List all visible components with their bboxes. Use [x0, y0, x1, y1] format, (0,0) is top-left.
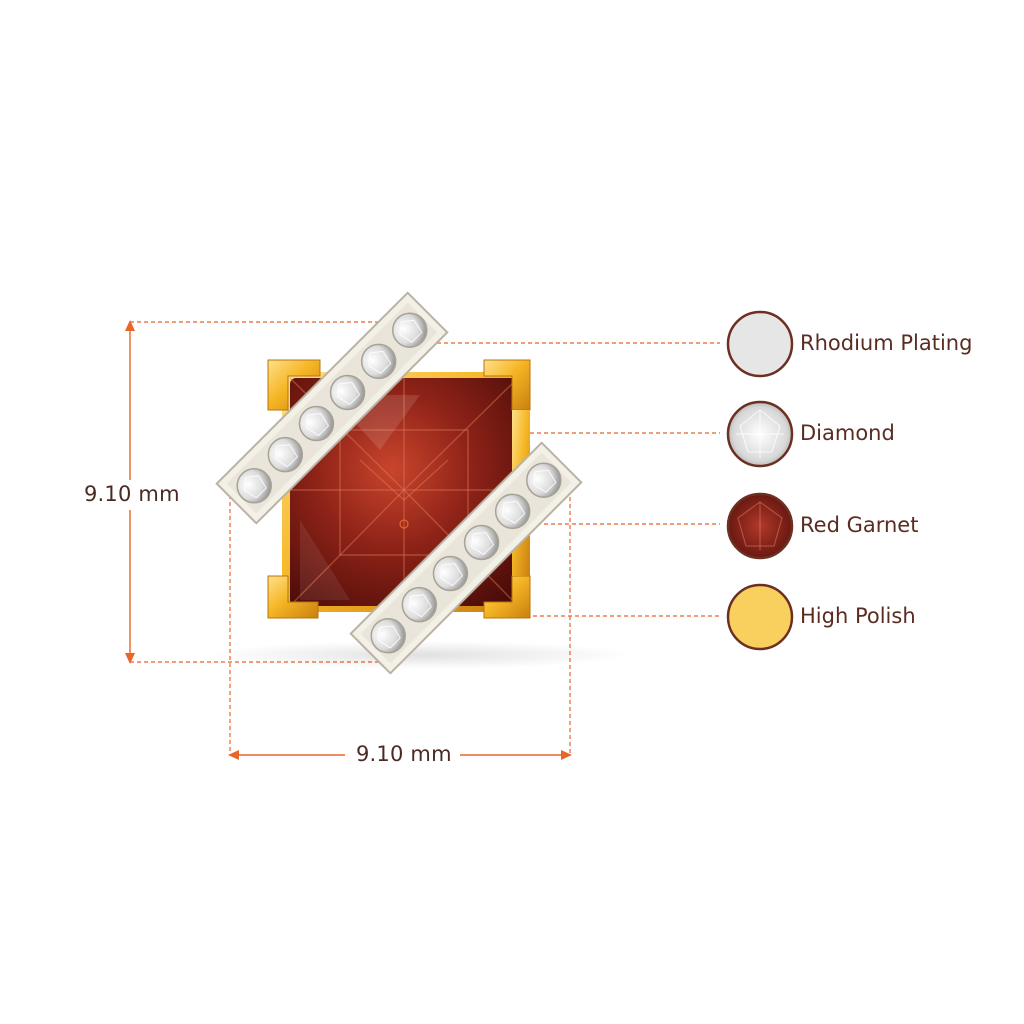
- diamond-swatch-facets: [736, 409, 784, 458]
- rhodium-swatch-icon: [726, 310, 794, 378]
- gold-swatch-icon: [726, 583, 794, 651]
- pave-diamond-facet: [368, 350, 392, 374]
- prong-bottom-left: [267, 575, 319, 619]
- prong-top-left: [267, 359, 321, 411]
- earring-shadow: [210, 641, 630, 669]
- pave-diamond-facet: [377, 625, 401, 649]
- legend-swatches: [726, 310, 794, 651]
- earring-illustration: [215, 291, 583, 675]
- width-dimension-label: 9.10 mm: [356, 742, 452, 766]
- pave-diamond-facet: [440, 563, 464, 587]
- pave-diamond-facet: [471, 532, 495, 556]
- legend-label-diamond: Diamond: [800, 421, 895, 445]
- pave-diamond-facet: [306, 413, 330, 437]
- gold-prongs: [267, 359, 531, 619]
- diamond-band-lower: [349, 441, 583, 675]
- legend-label-garnet: Red Garnet: [800, 513, 919, 537]
- legend-label-polish: High Polish: [800, 604, 916, 628]
- pave-diamond-facet: [243, 475, 267, 499]
- width-arrow: [228, 750, 572, 760]
- legend-label-rhodium: Rhodium Plating: [800, 331, 973, 355]
- pave-diamond-facet: [399, 319, 423, 343]
- leader-dots: [399, 519, 409, 529]
- garnet-highlight-2: [300, 520, 350, 600]
- height-dimension-label: 9.10 mm: [84, 482, 180, 506]
- pave-diamond-facet: [337, 382, 361, 406]
- garnet-swatch-facets: [737, 501, 783, 550]
- height-arrow: [125, 320, 135, 664]
- pave-diamond-facet: [408, 594, 432, 618]
- diamond-band-upper: [215, 291, 449, 525]
- pave-diamond-facet: [502, 500, 526, 524]
- pave-diamond-facet: [533, 469, 557, 493]
- pave-diamond-facet: [274, 444, 298, 468]
